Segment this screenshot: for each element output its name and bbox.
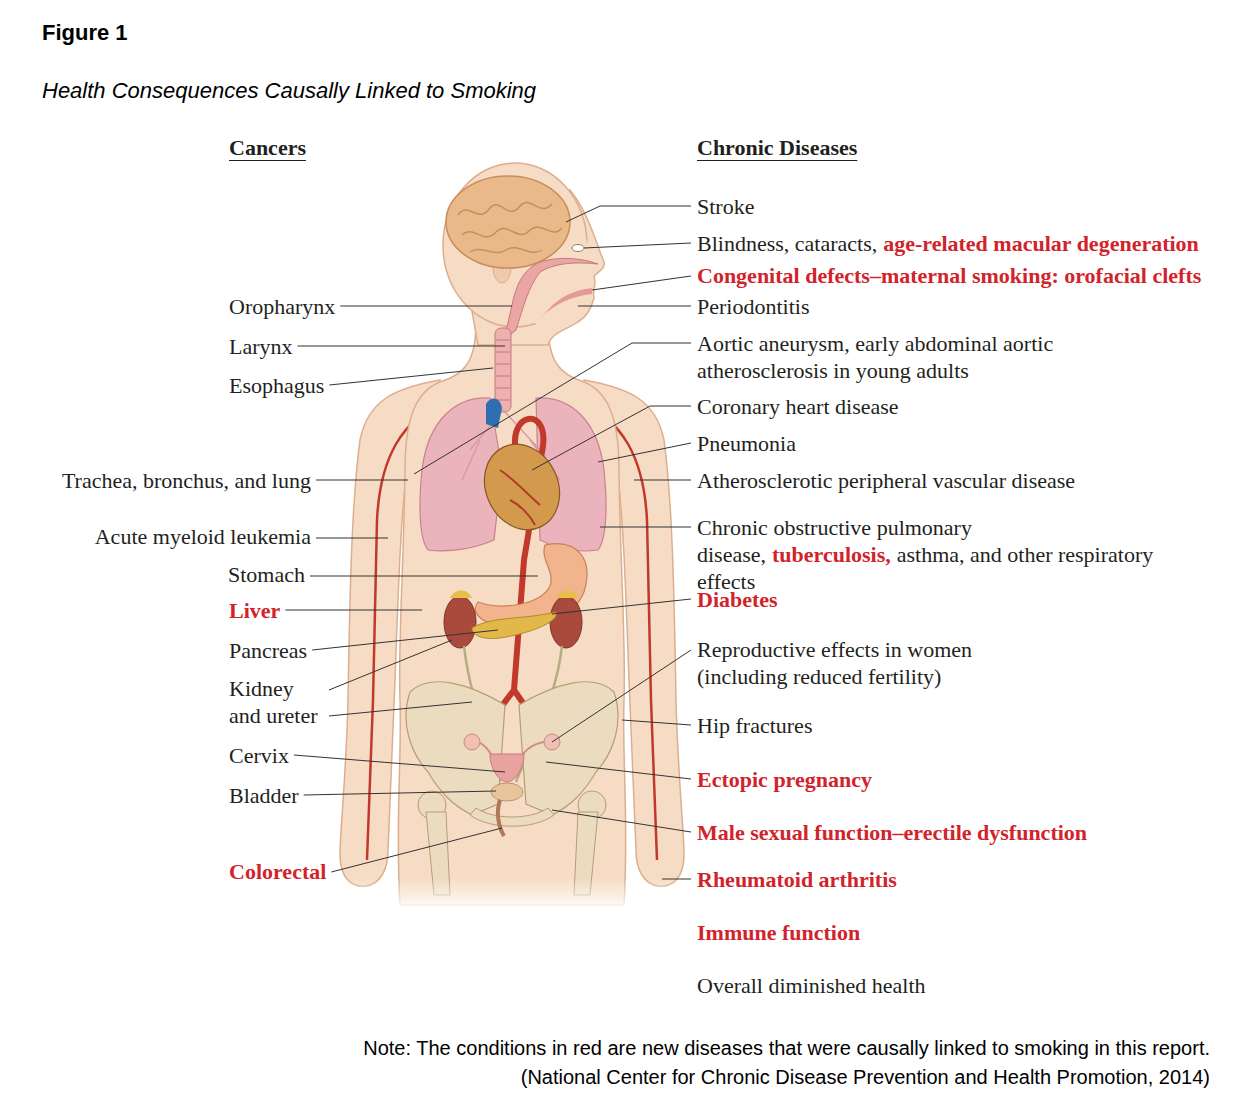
cancer-label: Cervix	[229, 742, 289, 769]
airway	[504, 258, 598, 340]
bladder	[491, 783, 523, 801]
brain	[446, 176, 570, 268]
leader-line	[662, 879, 691, 880]
heart	[471, 432, 573, 542]
leader-line	[310, 576, 538, 577]
ovary	[464, 734, 480, 750]
leader-line	[546, 762, 691, 779]
pulmonary-vessel	[486, 398, 502, 428]
cancer-label: Larynx	[229, 333, 293, 360]
leader-line	[552, 810, 691, 832]
disease-label: Overall diminished health	[697, 972, 926, 999]
adrenal	[450, 591, 578, 599]
leader-line	[552, 650, 691, 742]
leader-line	[304, 791, 496, 795]
leader-line	[598, 443, 691, 462]
leader-line	[592, 276, 691, 290]
disease-label: Coronary heart disease	[697, 393, 899, 420]
leader-line	[312, 630, 498, 650]
citation: (National Center for Chronic Disease Pre…	[521, 1065, 1210, 1090]
leader-line	[600, 527, 691, 528]
disease-label: Periodontitis	[697, 293, 809, 320]
figure-note: Note: The conditions in red are new dise…	[363, 1036, 1210, 1061]
disease-entry: Blindness, cataracts,age-related macular…	[697, 230, 1199, 257]
disease-label: Atherosclerotic peripheral vascular dise…	[697, 467, 1075, 494]
disease-entry: Chronic obstructive pulmonary disease,tu…	[697, 514, 1187, 595]
disease-label: Male sexual function–erectile dysfunctio…	[697, 819, 1087, 846]
cancer-label: Oropharynx	[229, 293, 335, 320]
pelvis	[406, 682, 505, 815]
disease-label: Stroke	[697, 193, 754, 220]
disease-label: Pneumonia	[697, 430, 796, 457]
leader-line	[578, 306, 691, 307]
leader-line	[329, 640, 452, 690]
leader-lines	[285, 206, 691, 879]
leader-line	[298, 346, 505, 347]
uterus	[490, 754, 524, 782]
cancer-label: Bladder	[229, 782, 299, 809]
trachea-rings	[496, 340, 510, 400]
disease-label: age-related macular degeneration	[883, 231, 1199, 256]
cancer-label: Pancreas	[229, 637, 307, 664]
leader-line	[566, 206, 691, 222]
leader-line	[552, 599, 691, 614]
pelvis	[519, 682, 618, 815]
cancer-label: Colorectal	[229, 858, 326, 885]
cancer-label: Trachea, bronchus, and lung	[62, 467, 311, 494]
disease-label: Blindness, cataracts,	[697, 231, 877, 256]
leader-line	[622, 720, 691, 725]
eye	[572, 245, 584, 252]
leader-line	[331, 828, 502, 872]
kidney	[444, 596, 476, 648]
column-heading: Cancers	[229, 134, 306, 161]
disease-label: Ectopic pregnancy	[697, 766, 872, 793]
leader-line	[532, 406, 691, 470]
leader-line	[414, 343, 691, 474]
column-heading: Chronic Diseases	[697, 134, 857, 161]
leader-line	[340, 306, 512, 307]
leader-line	[285, 610, 422, 611]
disease-label: Aortic aneurysm, early abdominal aortic …	[697, 330, 1097, 384]
figure-number: Figure 1	[42, 19, 128, 46]
disease-label: Reproductive effects in women (including…	[697, 636, 1007, 690]
figure-title: Health Consequences Causally Linked to S…	[42, 77, 536, 104]
leader-line	[634, 480, 691, 481]
pubis	[470, 808, 554, 826]
cancer-label: Esophagus	[229, 372, 324, 399]
leader-line	[329, 368, 493, 385]
disease-label: Rheumatoid arthritis	[697, 866, 897, 893]
disease-label: Immune function	[697, 919, 860, 946]
disease-label: tuberculosis,	[772, 542, 891, 567]
cancer-label: Kidney and ureter	[229, 675, 324, 729]
disease-label: Hip fractures	[697, 712, 812, 739]
rectum	[498, 800, 504, 836]
disease-label: Congenital defects–maternal smoking: oro…	[697, 262, 1201, 289]
leader-line	[294, 755, 505, 772]
brain-folds	[458, 203, 562, 253]
trachea	[495, 328, 511, 412]
leader-line	[316, 538, 388, 539]
heart-vessels	[500, 470, 540, 525]
cancer-label: Liver	[229, 597, 280, 624]
leader-line	[316, 480, 408, 481]
torso	[398, 322, 626, 905]
mouth	[540, 288, 592, 318]
pancreas	[472, 612, 556, 639]
kidney	[550, 596, 582, 648]
leader-line	[584, 243, 691, 248]
leader-line	[329, 702, 472, 716]
cancer-label: Stomach	[228, 561, 305, 588]
cancer-label: Acute myeloid leukemia	[95, 523, 311, 550]
fade	[320, 878, 710, 912]
